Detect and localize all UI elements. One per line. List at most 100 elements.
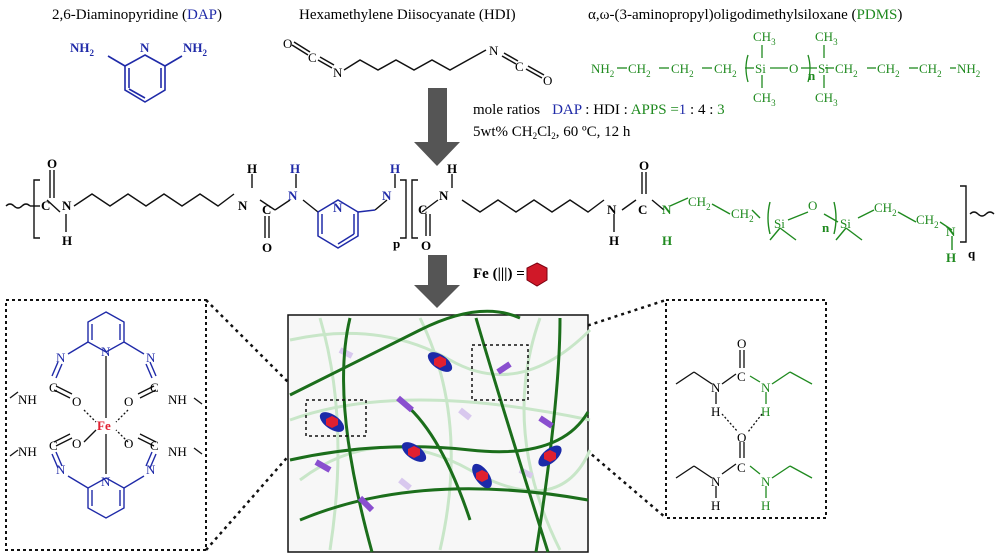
dap-header: 2,6-Diaminopyridine (DAP) [52, 7, 222, 23]
svg-text:N: N [662, 202, 672, 217]
svg-text:CH2: CH2 [874, 200, 897, 218]
svg-text:H: H [761, 498, 770, 513]
reaction-arrow-1 [414, 88, 460, 166]
svg-text:C: C [737, 460, 746, 475]
svg-text:O: O [72, 394, 81, 409]
network-fe-complexes [319, 352, 562, 489]
svg-text:H: H [290, 161, 300, 176]
svg-text:O: O [808, 198, 817, 213]
svg-text:Si: Si [840, 216, 851, 231]
network-crosslinks [314, 361, 554, 513]
hdi-n-right: N [489, 43, 499, 58]
network-faded-strands [289, 317, 592, 551]
svg-text:p: p [393, 236, 400, 251]
conditions-solvent: 5wt% CH2Cl2, 60 ºC, 12 h [473, 124, 631, 141]
polymer-backbone [5, 170, 995, 243]
svg-text:O: O [737, 430, 746, 445]
fe-complex-node [472, 463, 492, 489]
svg-text:C: C [638, 202, 647, 217]
svg-text:CH3: CH3 [753, 29, 776, 47]
svg-text:C: C [41, 198, 50, 213]
pdms-molecule: NH2 CH2 CH2 CH2 Si O n Si CH2 CH2 CH2 NH… [591, 29, 980, 108]
svg-text:H: H [62, 233, 72, 248]
polymer-labels-green: N H CH2 CH2 Si O n Si CH2 CH2 N H [662, 194, 956, 265]
svg-text:O: O [262, 240, 272, 255]
svg-text:O: O [789, 61, 798, 76]
svg-text:n: n [822, 220, 830, 235]
fe-complex-node [401, 442, 427, 462]
svg-text:N: N [607, 202, 617, 217]
right-inset-frame [665, 299, 827, 519]
pdms-bonds [617, 45, 956, 88]
svg-text:O: O [639, 158, 649, 173]
network-strands [289, 309, 590, 553]
svg-text:O: O [421, 238, 431, 253]
fe-complex-node [319, 412, 345, 432]
svg-text:N: N [761, 380, 771, 395]
svg-text:C: C [49, 438, 58, 453]
svg-text:N: N [56, 462, 66, 477]
svg-text:H: H [946, 250, 956, 265]
hdi-o-right: O [543, 73, 552, 88]
svg-text:H: H [247, 161, 257, 176]
svg-text:C: C [150, 438, 159, 453]
svg-text:CH3: CH3 [753, 90, 776, 108]
svg-text:n: n [808, 68, 816, 83]
svg-text:N: N [333, 200, 343, 215]
svg-text:NH: NH [18, 392, 37, 407]
svg-text:O: O [124, 394, 133, 409]
svg-text:CH3: CH3 [815, 29, 838, 47]
svg-text:N: N [711, 380, 721, 395]
fe-complex-node [538, 445, 562, 467]
svg-text:N: N [146, 462, 156, 477]
svg-text:N: N [56, 350, 66, 365]
fe-complex-node [427, 352, 453, 372]
zoom-box-left [305, 399, 367, 437]
reaction-arrow-2 [414, 255, 460, 308]
hdi-o-left: O [283, 36, 292, 51]
svg-text:N: N [761, 474, 771, 489]
svg-text:N: N [101, 474, 111, 489]
svg-text:H: H [447, 161, 457, 176]
svg-text:H: H [711, 498, 720, 513]
svg-text:N: N [238, 198, 248, 213]
svg-text:H: H [761, 404, 770, 419]
dap-ring-n: N [140, 40, 150, 55]
svg-text:CH2: CH2 [731, 206, 754, 224]
svg-text:N: N [439, 188, 449, 203]
dap-nh2-right: NH2 [183, 40, 208, 58]
svg-text:NH: NH [168, 444, 187, 459]
svg-text:H: H [711, 404, 720, 419]
hdi-c-right: C [515, 59, 524, 74]
svg-text:NH: NH [18, 444, 37, 459]
svg-text:CH3: CH3 [815, 90, 838, 108]
svg-text:CH2: CH2 [919, 61, 942, 79]
svg-text:NH2: NH2 [591, 61, 614, 79]
svg-text:CH2: CH2 [671, 61, 694, 79]
hdi-header: Hexamethylene Diisocyanate (HDI) [299, 7, 516, 23]
polymer-pdms-segment [669, 197, 953, 250]
svg-text:O: O [737, 336, 746, 351]
hdi-c-left: C [308, 50, 317, 65]
svg-text:O: O [72, 436, 81, 451]
iron-hexagon-icon [526, 262, 548, 287]
svg-text:O: O [47, 156, 57, 171]
svg-text:H: H [390, 161, 400, 176]
dap-nh2-left: NH2 [70, 40, 95, 58]
hdi-molecule [291, 41, 545, 79]
svg-text:N: N [62, 198, 72, 213]
svg-text:NH: NH [168, 392, 187, 407]
svg-text:H: H [609, 233, 619, 248]
svg-text:CH2: CH2 [835, 61, 858, 79]
pdms-header: α,ω-(3-aminopropyl)oligodimethylsiloxane… [588, 7, 902, 23]
svg-text:Si: Si [818, 61, 829, 76]
svg-text:N: N [711, 474, 721, 489]
left-inset-frame [5, 299, 207, 551]
svg-text:N: N [288, 188, 298, 203]
fe-complex-labels: N N N N N N C C C C O O O O NH NH NH NH … [18, 344, 187, 489]
svg-text:H: H [662, 233, 672, 248]
polymer-labels-black: O C N H N H C O p C O N H N H C O q [41, 156, 976, 261]
hdi-n-left: N [333, 65, 343, 80]
